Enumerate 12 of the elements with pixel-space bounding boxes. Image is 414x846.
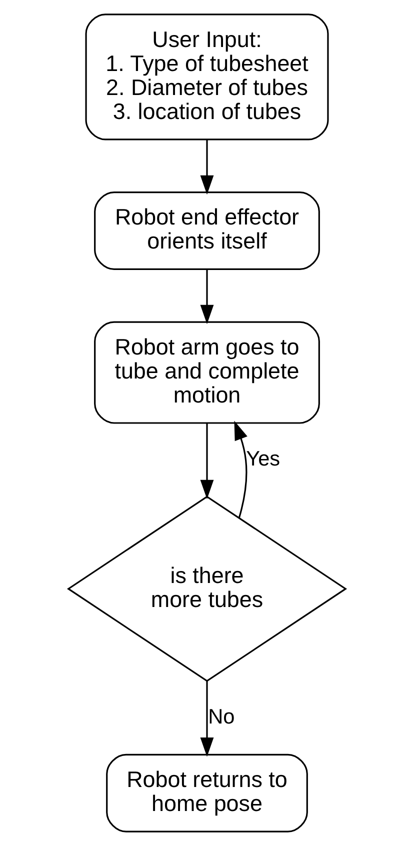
arrow [234, 420, 248, 518]
arrow [200, 140, 214, 195]
node-box: Robot returns to home pose [106, 754, 308, 832]
edge-label: Yes [246, 447, 280, 470]
node-box: Robot arm goes to tube and complete motion [94, 321, 320, 424]
edge-label: No [208, 705, 235, 728]
node-diamond: is there more tubes [66, 496, 348, 682]
node-box: Robot end effector orients itself [94, 191, 320, 270]
node-box: User Input: 1. Type of tubesheet 2. Diameter of tubes 3. location of tubes [85, 14, 329, 140]
arrow [200, 423, 214, 500]
arrow [200, 680, 214, 757]
arrow [200, 269, 214, 324]
